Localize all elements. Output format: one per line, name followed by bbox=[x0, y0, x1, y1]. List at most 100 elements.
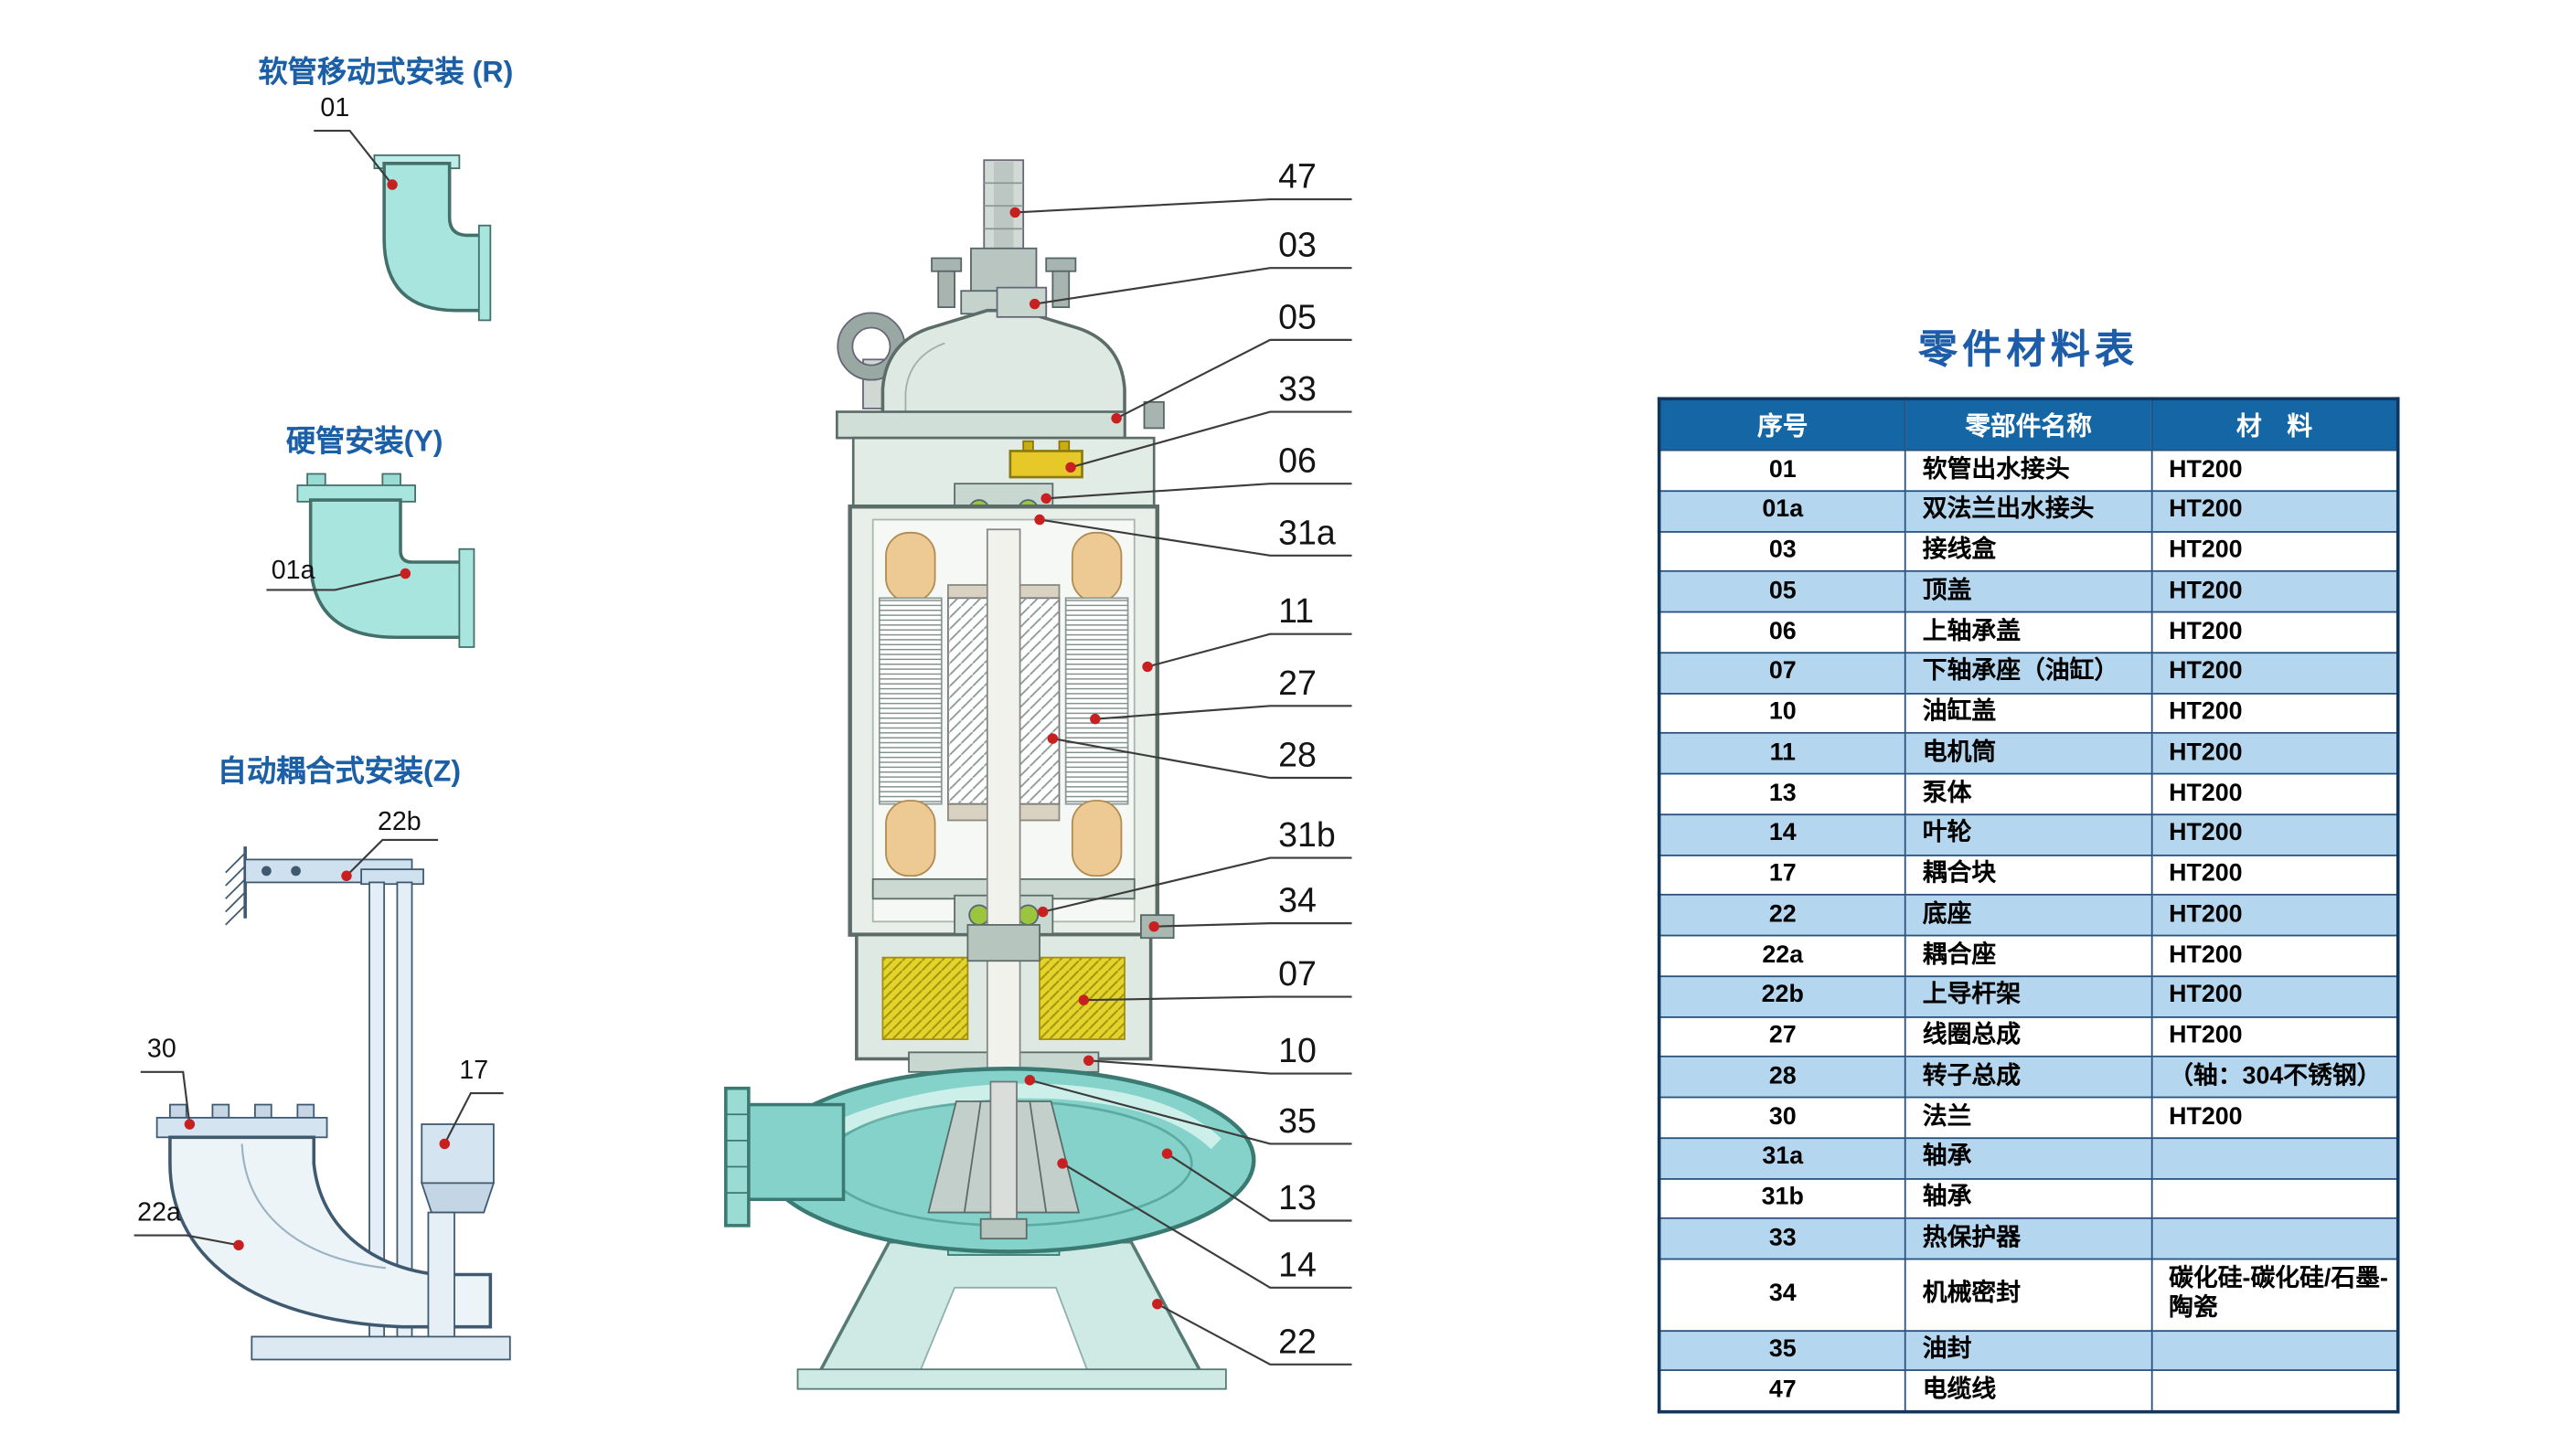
part-no: 34 bbox=[1658, 1258, 1906, 1332]
leader-line bbox=[1015, 198, 1352, 214]
installation-label-30: 30 bbox=[146, 1036, 176, 1064]
part-no: 30 bbox=[1658, 1096, 1906, 1139]
part-no: 01a bbox=[1658, 489, 1906, 532]
part-no: 22 bbox=[1658, 894, 1906, 937]
part-no: 31a bbox=[1658, 1136, 1906, 1179]
part-name: 泵体 bbox=[1904, 772, 2153, 815]
part-name: 软管出水接头 bbox=[1904, 449, 2153, 492]
part-material: HT200 bbox=[2150, 489, 2399, 532]
leader-dot bbox=[341, 870, 352, 881]
column-header: 零部件名称 bbox=[1904, 398, 2153, 452]
pump-callout-14: 14 bbox=[1278, 1247, 1317, 1285]
part-name: 轴承 bbox=[1904, 1136, 2153, 1179]
part-no: 06 bbox=[1658, 611, 1906, 654]
mechanical-seal bbox=[966, 924, 1040, 962]
pump-callout-22: 22 bbox=[1278, 1323, 1317, 1362]
pump-callout-11: 11 bbox=[1278, 592, 1315, 632]
part-name: 油封 bbox=[1904, 1329, 2153, 1372]
leader-dot bbox=[1142, 661, 1153, 673]
pump-callout-31a: 31a bbox=[1278, 515, 1336, 553]
part-material bbox=[2150, 1136, 2399, 1179]
installation-label-01: 01 bbox=[320, 94, 350, 123]
stator-winding bbox=[1065, 598, 1128, 804]
part-name: 顶盖 bbox=[1904, 570, 2153, 613]
part-name: 油缸盖 bbox=[1904, 692, 2153, 735]
leader-line bbox=[1094, 705, 1352, 720]
leader-line bbox=[1046, 483, 1352, 500]
stator-winding bbox=[879, 598, 942, 804]
leader-line bbox=[1083, 995, 1352, 1002]
part-material: HT200 bbox=[2150, 813, 2399, 856]
leader-line bbox=[346, 838, 439, 877]
part-no: 17 bbox=[1658, 854, 1906, 897]
pump-callout-47: 47 bbox=[1278, 158, 1317, 197]
part-name: 电机筒 bbox=[1904, 732, 2153, 775]
leader-dot bbox=[1148, 920, 1159, 932]
leader-dot bbox=[1152, 1298, 1163, 1310]
pump-callout-34: 34 bbox=[1278, 882, 1317, 920]
leader-dot bbox=[1057, 1158, 1068, 1169]
part-name: 电缆线 bbox=[1904, 1369, 2153, 1413]
part-no: 13 bbox=[1658, 772, 1906, 815]
part-no: 22b bbox=[1658, 974, 1906, 1017]
column-header: 序号 bbox=[1658, 398, 1906, 452]
leader-dot bbox=[1009, 207, 1020, 218]
part-material: 碳化硅-碳化硅/石墨-陶瓷 bbox=[2150, 1258, 2399, 1332]
part-material: HT200 bbox=[2150, 530, 2399, 573]
part-material: HT200 bbox=[2150, 772, 2399, 815]
part-no: 27 bbox=[1658, 1015, 1906, 1058]
pump-callout-13: 13 bbox=[1278, 1179, 1317, 1217]
discharge-flange bbox=[724, 1086, 751, 1228]
installation-diagram-z bbox=[155, 846, 511, 1361]
part-no: 47 bbox=[1658, 1369, 1906, 1413]
leader-line bbox=[266, 572, 406, 591]
pump-callout-05: 05 bbox=[1278, 299, 1317, 337]
part-no: 28 bbox=[1658, 1056, 1906, 1099]
leader-dot bbox=[1040, 493, 1051, 505]
part-no: 33 bbox=[1658, 1217, 1906, 1260]
part-name: 热保护器 bbox=[1904, 1217, 2153, 1260]
part-no: 05 bbox=[1658, 570, 1906, 613]
leader-dot bbox=[1161, 1148, 1173, 1159]
part-name: 转子总成 bbox=[1904, 1056, 2153, 1099]
part-no: 22a bbox=[1658, 934, 1906, 977]
part-name: 线圈总成 bbox=[1904, 1015, 2153, 1058]
leader-dot bbox=[1024, 1075, 1036, 1086]
leader-dot bbox=[1111, 412, 1122, 424]
junction-box bbox=[996, 286, 1048, 318]
part-name: 耦合座 bbox=[1904, 934, 2153, 977]
leader-dot bbox=[387, 179, 398, 190]
table-header-row: 序号零部件名称材 料 bbox=[1658, 398, 2399, 452]
leader-line bbox=[1070, 410, 1352, 469]
installation-label-17: 17 bbox=[459, 1057, 489, 1086]
installation-label-22b: 22b bbox=[377, 808, 421, 837]
part-name: 下轴承座（油缸） bbox=[1904, 651, 2153, 694]
leader-line bbox=[1154, 922, 1352, 928]
leader-dot bbox=[1065, 462, 1076, 473]
installation-label-22a: 22a bbox=[137, 1199, 181, 1228]
leader-line bbox=[140, 1070, 191, 1125]
leader-dot bbox=[1029, 298, 1040, 310]
leader-dot bbox=[1047, 733, 1059, 744]
part-material bbox=[2150, 1217, 2399, 1260]
parts-table-title: 零件材料表 bbox=[1918, 328, 2139, 373]
part-name: 耦合块 bbox=[1904, 854, 2153, 897]
leader-dot bbox=[1034, 514, 1045, 526]
